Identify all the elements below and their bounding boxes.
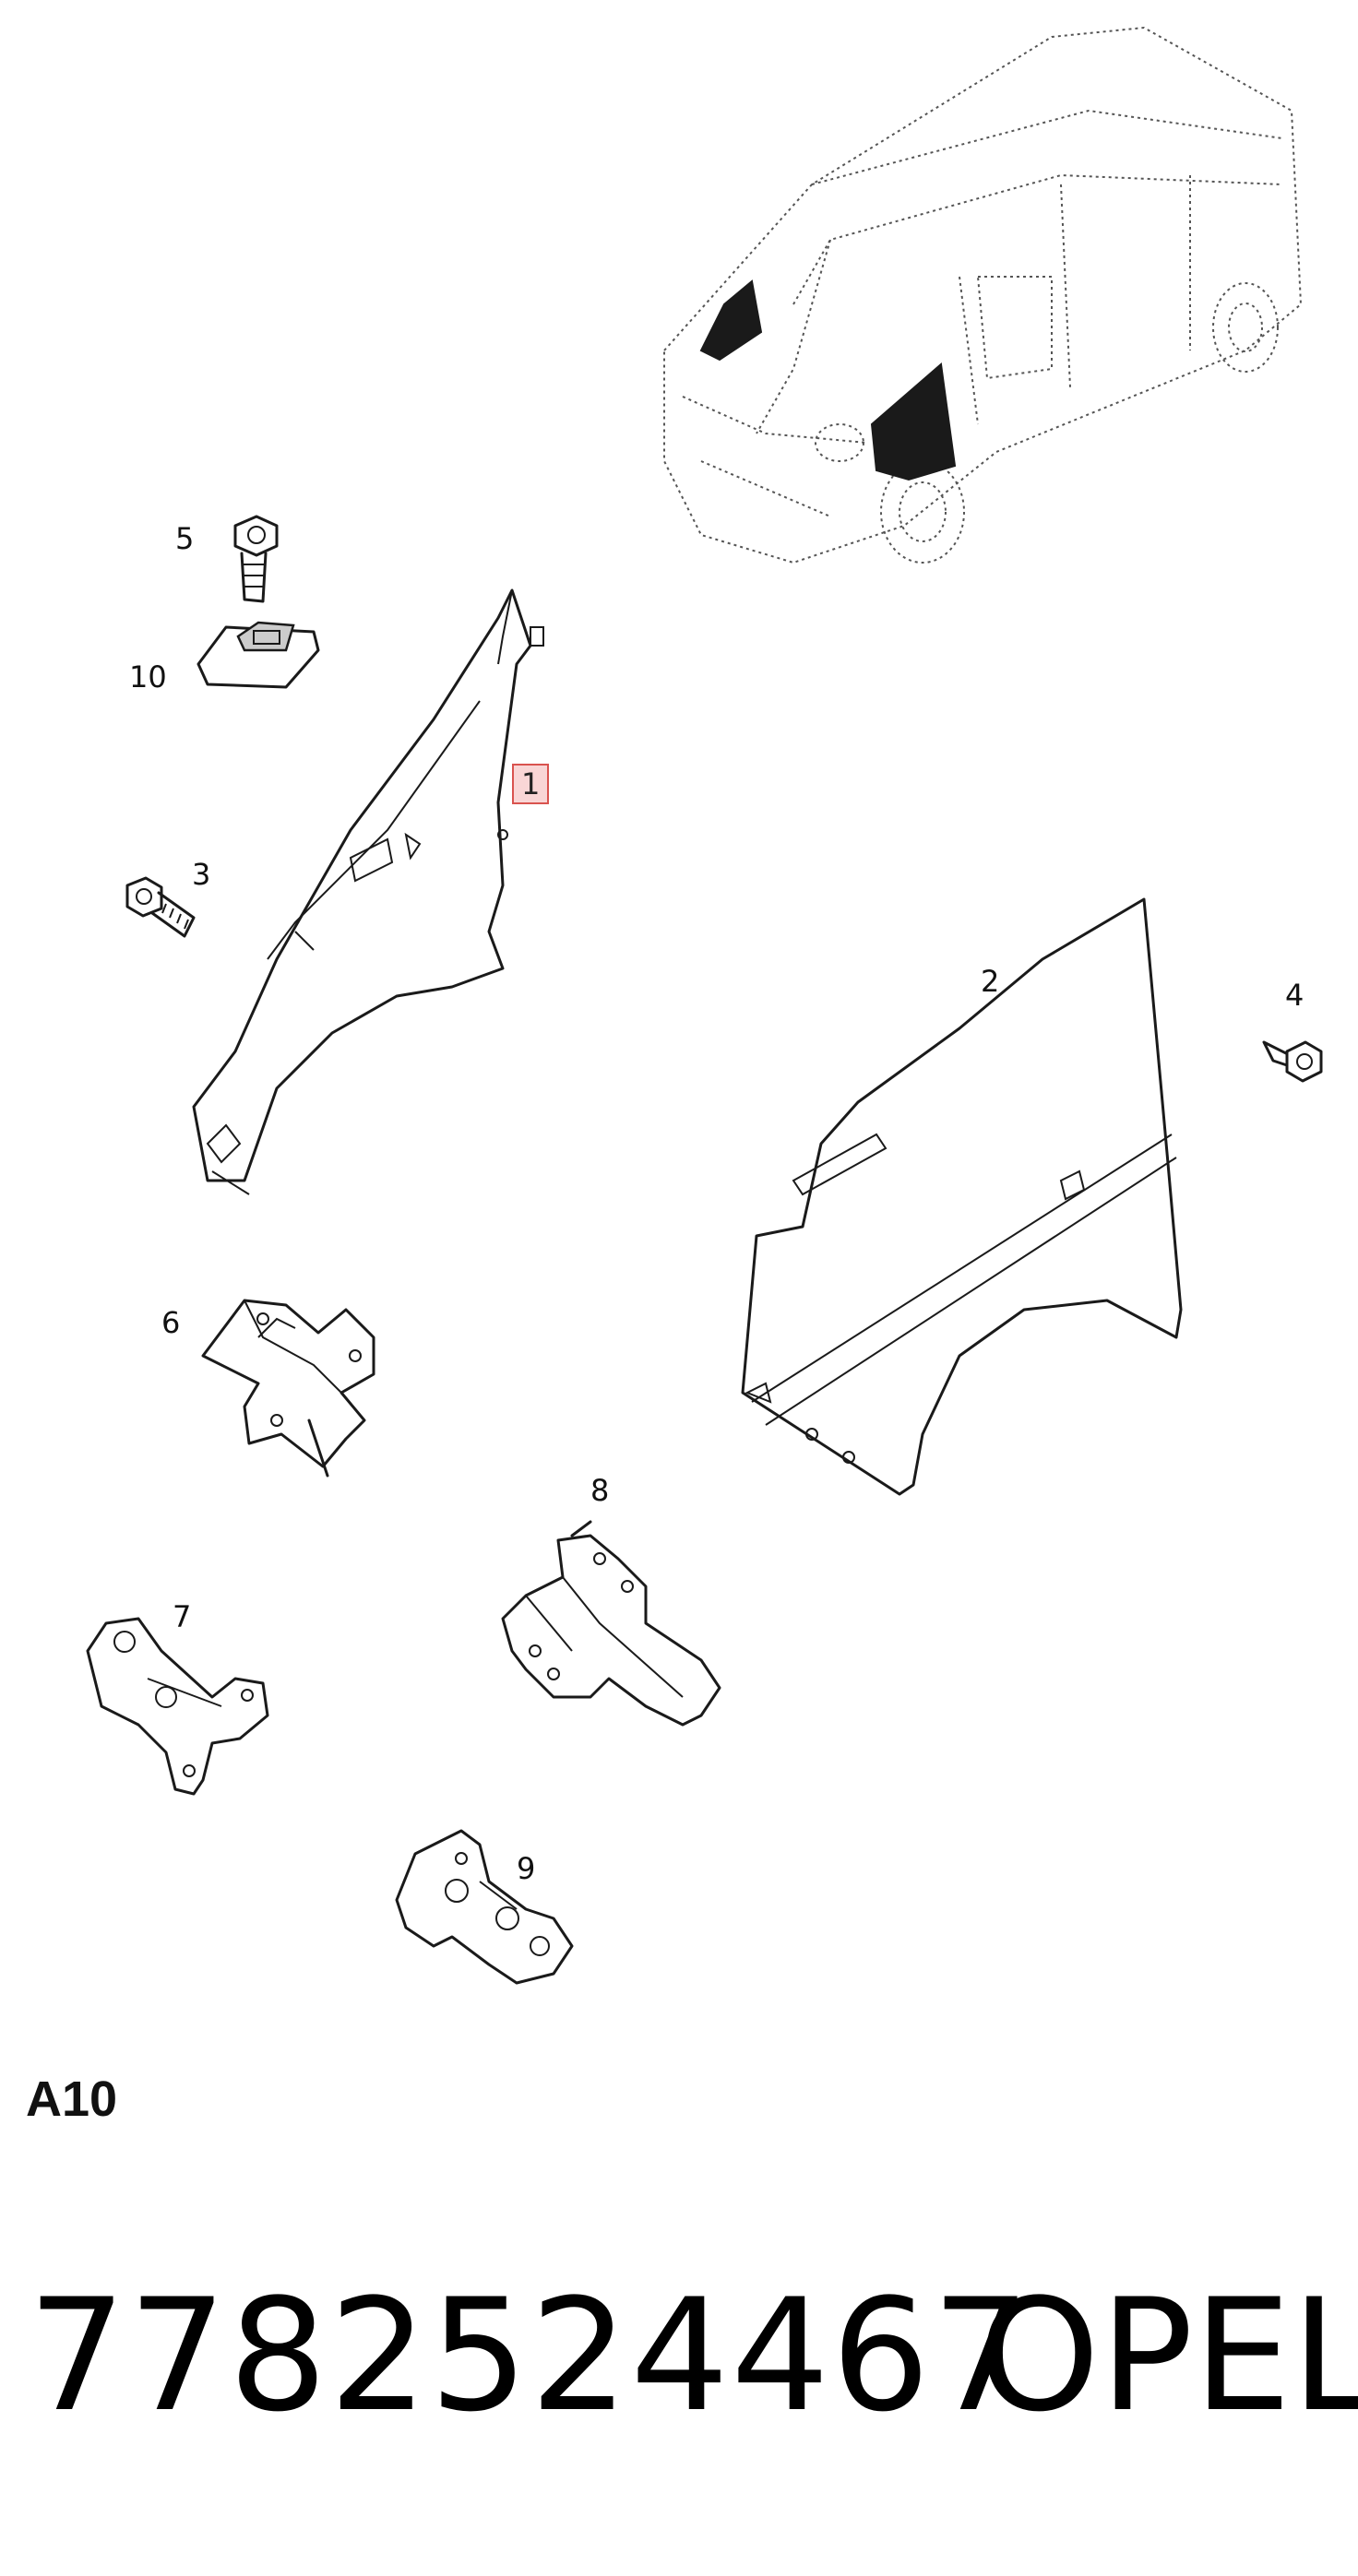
part-1-inner-fender-illustration: [192, 588, 544, 1195]
section-code: A10: [26, 2071, 118, 2127]
callout-5: 5: [175, 521, 195, 556]
callout-8: 8: [590, 1473, 610, 1508]
callout-9: 9: [517, 1851, 536, 1886]
parts-diagram: 1 2 3 4 5 6 7 8 9 10: [86, 26, 1323, 1985]
callout-6: 6: [161, 1305, 181, 1340]
part-6-bracket-illustration: [201, 1299, 375, 1478]
callout-2: 2: [981, 964, 1000, 999]
part-9-bracket-illustration: [395, 1829, 574, 1985]
part-7-bracket-illustration: [86, 1617, 269, 1796]
part-2-outer-fender-illustration: [741, 897, 1183, 1496]
callout-7: 7: [173, 1599, 192, 1634]
callout-3: 3: [192, 857, 211, 892]
part-5-bolt-illustration: [233, 515, 279, 603]
vehicle-overview-illustration: [663, 26, 1303, 564]
part-3-bolt-illustration: [125, 876, 196, 938]
callout-4: 4: [1285, 978, 1304, 1013]
part-4-screw-illustration: [1262, 1040, 1323, 1083]
part-8-bracket-illustration: [501, 1520, 721, 1727]
brand-name: OPEL: [978, 2265, 1358, 2446]
part-10-clip-illustration: [197, 621, 320, 689]
callout-10: 10: [129, 659, 167, 694]
callout-1: 1: [512, 764, 550, 804]
part-number: 7782524467: [28, 2265, 1032, 2446]
